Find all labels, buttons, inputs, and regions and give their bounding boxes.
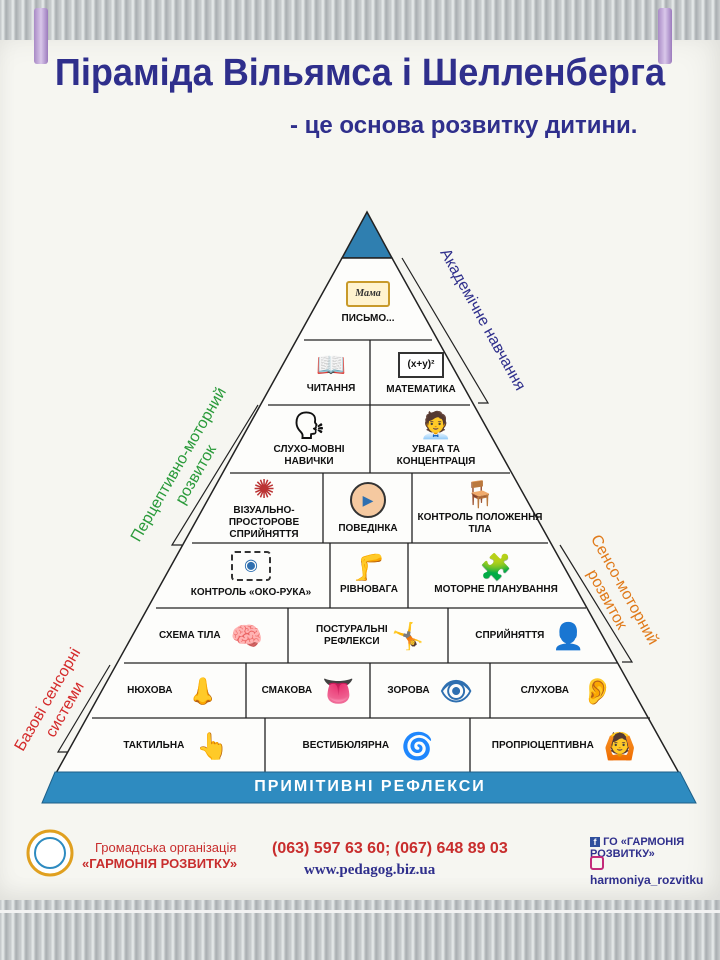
level-tactile-label: тактильна — [123, 740, 185, 751]
level-body-position: 🪑 контроль положення тіла — [414, 476, 546, 540]
level-perception-label: сприйняття — [475, 630, 545, 641]
level-tactile: тактильна 👆 — [90, 720, 262, 772]
clothespin-left — [34, 8, 48, 64]
level-vision: зорова 👁 — [372, 665, 488, 716]
level-writing: Мама письмо... — [330, 270, 406, 336]
pyramid-row-lines — [92, 339, 650, 775]
instagram-handle: harmoniya_rozvitku — [590, 873, 704, 887]
org-logo-inner — [34, 837, 66, 869]
speaking-head-icon: 🗣 — [292, 410, 326, 440]
balance-legs-icon: 🦵 — [352, 552, 386, 582]
clothespin-right — [658, 8, 672, 64]
org-name: «ГАРМОНІЯ РОЗВИТКУ» — [82, 856, 238, 871]
puzzle-hands-icon: 🧩 — [479, 552, 513, 582]
level-taste: смакова 👅 — [248, 665, 368, 716]
board-formula: (x+y)² — [407, 359, 435, 370]
brain-icon: 🧠 — [230, 621, 263, 651]
level-body-position-label: контроль положення тіла — [417, 511, 543, 535]
open-book-icon: Мама — [346, 281, 390, 307]
level-balance-label: рівновага — [340, 584, 398, 595]
level-behavior: ▶ поведінка — [326, 476, 410, 540]
touch-finger-icon: 👆 — [196, 731, 229, 761]
level-smell: нюхова 👃 — [102, 665, 244, 716]
bracket-perceptual — [170, 404, 259, 546]
level-visual-spatial-label: візуально-просторове сприйняття — [228, 504, 300, 540]
level-attention-label: увага та концентрація — [396, 444, 476, 467]
level-vision-label: зорова — [387, 684, 430, 696]
level-proprioceptive: пропріоцептивна 🙆 — [474, 720, 654, 772]
level-reading-label: читання — [306, 383, 356, 394]
primitive-reflexes-band: ПРИМІТИВНІ РЕФЛЕКСИ — [254, 778, 486, 795]
wire-shelf-bottom — [0, 892, 720, 960]
level-writing-label: письмо... — [341, 313, 395, 324]
focused-person-icon: 🧑‍💼 — [419, 410, 453, 440]
level-smell-label: нюхова — [127, 684, 173, 696]
level-hearing-label: слухова — [520, 684, 569, 696]
level-behavior-label: поведінка — [338, 522, 398, 534]
level-postural: постуральні рефлекси 🤸 — [290, 610, 446, 662]
website-link[interactable]: www.pedagog.biz.ua — [304, 862, 436, 878]
tongue-icon: 👅 — [322, 675, 355, 706]
poster-subtitle: - це основа розвитку дитини. — [290, 112, 638, 139]
stretching-person-icon: 🤸 — [391, 621, 425, 651]
org-small-text: Громадська організація — [95, 840, 237, 855]
level-postural-label: постуральні рефлекси — [316, 624, 388, 647]
bracket-sensory — [56, 664, 111, 753]
neuron-icon: ✺ — [253, 473, 275, 504]
level-math-label: математика — [386, 384, 456, 395]
book-icon: 📖 — [316, 352, 346, 379]
level-eye-hand-label: контроль «око-рука» — [190, 587, 312, 598]
eye-focus-icon: ◉ — [231, 551, 271, 581]
level-vestibular-label: вестибюлярна — [302, 740, 390, 751]
nose-icon: 👃 — [186, 675, 219, 706]
bracket-academic — [401, 257, 490, 404]
facebook-name: ГО «ГАРМОНІЯ РОЗВИТКУ» — [590, 836, 685, 860]
level-proprioceptive-label: пропріоцептивна — [491, 740, 594, 751]
level-speech-label: слухо-мовні навички — [273, 444, 345, 467]
base-band — [41, 771, 697, 804]
bracket-sensorimotor — [559, 544, 634, 663]
eye-icon: 👁 — [439, 675, 473, 706]
level-speech: 🗣 слухо-мовні навички — [250, 410, 368, 470]
level-body-scheme-label: схема тіла — [158, 630, 221, 641]
level-attention: 🧑‍💼 увага та концентрація — [374, 410, 498, 470]
level-motor-planning: 🧩 моторне планування — [410, 546, 582, 604]
book-word: Мама — [355, 288, 381, 299]
head-chart-icon: 👤 — [552, 621, 585, 651]
level-visual-spatial: ✺ візуально-просторове сприйняття — [208, 476, 320, 540]
head-play-icon: ▶ — [350, 481, 386, 518]
facebook-row[interactable]: f ГО «ГАРМОНІЯ РОЗВИТКУ» — [590, 836, 720, 860]
holding-head-icon: 🙆 — [603, 731, 637, 761]
poster-title: Піраміда Вільямса і Шелленберга — [54, 52, 666, 94]
spiral-icon: 🌀 — [401, 731, 434, 761]
blackboard-icon: (x+y)² — [398, 352, 444, 378]
level-hearing: слухова 👂 — [492, 665, 642, 716]
level-body-scheme: схема тіла 🧠 — [136, 610, 286, 662]
level-vestibular: вестибюлярна 🌀 — [268, 720, 468, 772]
level-perception: сприйняття 👤 — [450, 610, 610, 662]
level-taste-label: смакова — [261, 684, 313, 696]
sitting-person-icon: 🪑 — [463, 478, 497, 509]
level-balance: 🦵 рівновага — [332, 546, 406, 604]
phone-numbers: (063) 597 63 60; (067) 648 89 03 — [272, 840, 508, 857]
level-reading: 📖 читання — [296, 345, 366, 403]
instagram-icon — [590, 856, 604, 870]
pyramid-apex — [340, 210, 394, 259]
level-eye-hand: ◉ контроль «око-рука» — [176, 546, 326, 604]
level-motor-planning-label: моторне планування — [434, 584, 558, 595]
instagram-row[interactable]: harmoniya_rozvitku — [590, 856, 720, 887]
ear-icon: 👂 — [580, 675, 614, 706]
level-math: (x+y)² математика — [374, 345, 468, 403]
facebook-icon: f — [590, 837, 600, 847]
